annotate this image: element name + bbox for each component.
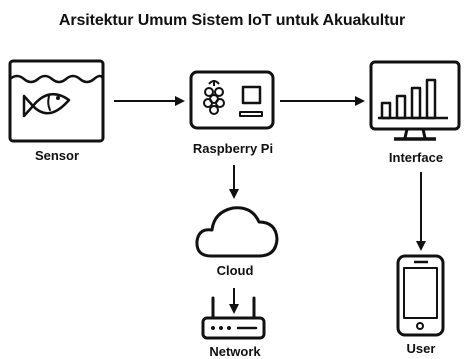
bar-chart-icon <box>378 78 448 120</box>
sensor-label: Sensor <box>34 148 80 163</box>
user-label: User <box>406 341 436 356</box>
cloud-label: Cloud <box>216 263 254 278</box>
connector-arrows <box>114 96 426 314</box>
interface-label: Interface <box>388 150 444 165</box>
raspberry-pi-icon <box>189 70 275 130</box>
smartphone-icon <box>396 254 445 337</box>
monitor-chart-icon <box>369 60 461 141</box>
router-icon <box>201 296 266 340</box>
fish-tank-icon <box>8 59 105 143</box>
fish-icon <box>22 93 71 118</box>
cloud-icon <box>195 206 279 258</box>
raspberry-pi-label: Raspberry Pi <box>192 141 274 156</box>
network-label: Network <box>209 344 261 359</box>
diagram-title: Arsitektur Umum Sistem IoT untuk Akuakul… <box>58 12 406 29</box>
raspberry-logo-icon <box>203 80 225 115</box>
